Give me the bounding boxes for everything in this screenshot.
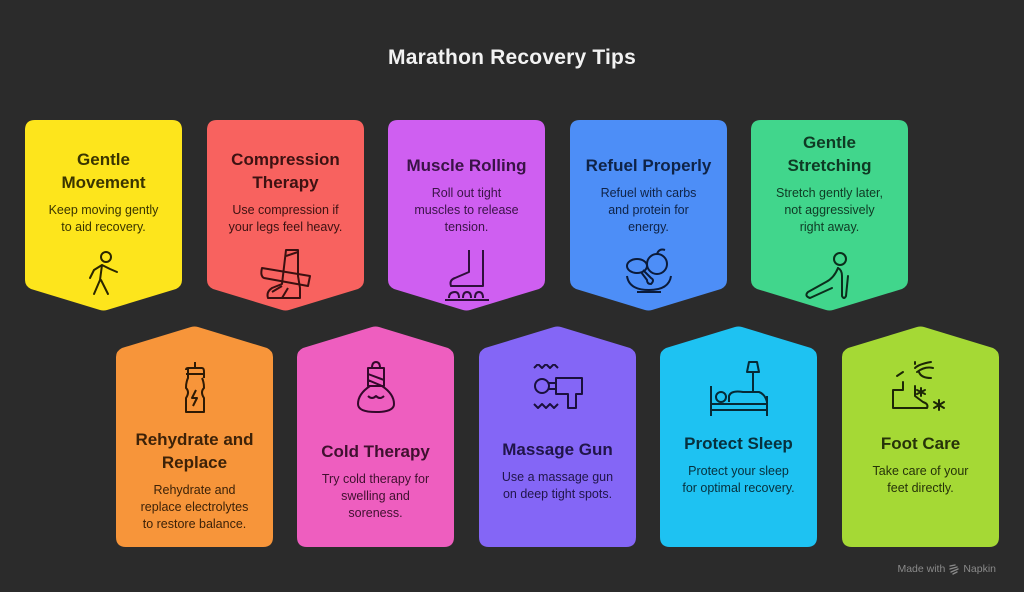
ice-pack-icon <box>356 361 395 413</box>
foot-roller-icon <box>444 250 489 301</box>
card-shape <box>116 326 273 547</box>
footer-prefix: Made with <box>897 563 946 575</box>
card-title: Cold Therapy <box>321 442 430 461</box>
napkin-logo-icon <box>949 563 960 575</box>
footer-brand: Napkin <box>963 563 996 575</box>
foot-care-icon <box>891 361 945 411</box>
card-shape <box>842 326 999 547</box>
card-title: Protect Sleep <box>684 434 793 453</box>
card-shape <box>660 326 817 547</box>
massage-gun-icon <box>532 364 583 409</box>
electrolyte-bottle-icon <box>184 362 205 413</box>
card-title: Muscle Rolling <box>406 156 527 175</box>
card-shape <box>25 120 182 311</box>
card-shape <box>570 120 727 311</box>
card-title: Massage Gun <box>502 440 613 459</box>
card-title: Refuel Properly <box>585 156 712 175</box>
walking-person-icon <box>88 251 118 295</box>
card-shape <box>297 326 454 547</box>
food-bowl-icon <box>625 248 672 293</box>
bandaged-leg-icon <box>259 249 311 299</box>
person-in-bed-icon <box>709 361 768 416</box>
made-with-napkin-badge[interactable]: Made with Napkin <box>897 563 996 575</box>
card-title: Foot Care <box>880 434 961 453</box>
stretching-person-icon <box>804 252 849 299</box>
card-shape <box>751 120 908 311</box>
page-title: Marathon Recovery Tips <box>388 46 636 69</box>
card-shape <box>207 120 364 311</box>
card-shape <box>479 326 636 547</box>
card-shape <box>388 120 545 311</box>
